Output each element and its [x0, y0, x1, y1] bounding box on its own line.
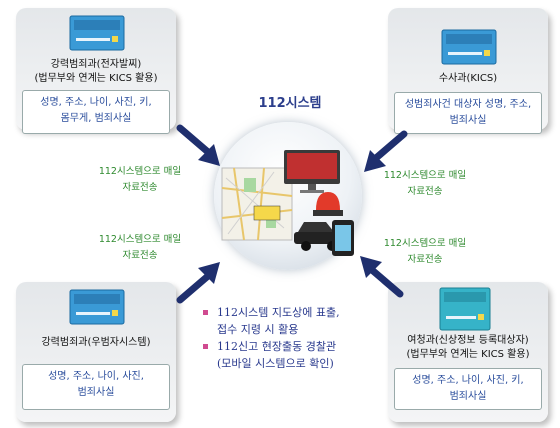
server-icon [69, 289, 125, 325]
mobile-phone-icon [332, 220, 354, 256]
info-line: 범죄사실 [77, 387, 115, 398]
transfer-label-top-right: 112시스템으로 매일 자료전송 [383, 170, 467, 197]
panel-women-youth-registered-offenders: 여청과(신상정보 등록대상자) (법무부와 연계는 KICS 활용) 성명, 주… [388, 282, 548, 422]
transfer-label-bottom-right: 112시스템으로 매일 자료전송 [383, 238, 467, 265]
info-box: 성명, 주소, 나이, 사진, 키, 몸무게, 범죄사실 [22, 90, 170, 134]
arrow-top-left-icon [176, 124, 220, 166]
bullet-item: 112신고 현장출동 경찰관 (모바일 시스템으로 확인) [203, 338, 340, 372]
info-line: 성명, 주소, 나이, 사진, [48, 371, 144, 382]
server-icon [439, 287, 491, 331]
police-car-icon [294, 222, 342, 251]
info-box: 성명, 주소, 나이, 사진, 키, 범죄사실 [394, 368, 542, 410]
arrow-top-right-icon [364, 130, 408, 172]
info-line: 성범죄사건 대상자 성명, 주소, [404, 99, 532, 110]
panel-title-line2: (법무부와 연계는 KICS 활용) [34, 73, 158, 84]
server-icon [69, 15, 125, 51]
arrow-bottom-left-icon [176, 262, 220, 304]
panel-investigation-kics: 수사과(KICS) 성범죄사건 대상자 성명, 주소, 범죄사실 [388, 8, 548, 134]
arrow-bottom-right-icon [360, 256, 404, 298]
monitor-icon [284, 150, 340, 193]
info-line: 범죄사실 [449, 115, 487, 126]
server-icon [441, 29, 497, 65]
transfer-label-top-left: 112시스템으로 매일 자료전송 [98, 166, 182, 193]
panel-title-line1: 여청과(신상정보 등록대상자) [407, 335, 529, 346]
panel-title-line2: (법무부와 연계는 KICS 활용) [406, 349, 530, 360]
bullet-item: 112시스템 지도상에 표출, 접수 지령 시 활용 [203, 304, 340, 338]
info-box: 성범죄사건 대상자 성명, 주소, 범죄사실 [394, 92, 542, 134]
info-line: 범죄사실 [449, 391, 487, 402]
map-screen-illustration [221, 150, 354, 256]
panel-title-line1: 강력범죄과(전자발찌) [50, 59, 142, 70]
bullet-marker [203, 344, 208, 349]
usage-bullets: 112시스템 지도상에 표출, 접수 지령 시 활용 112신고 현장출동 경찰… [203, 304, 340, 372]
info-line: 성명, 주소, 나이, 사진, 키, [412, 375, 524, 386]
info-line: 성명, 주소, 나이, 사진, 키, [40, 97, 152, 108]
panel-title: 수사과(KICS) [438, 73, 498, 84]
panel-violent-crime-offender-system: 강력범죄과(우범자시스템) 성명, 주소, 나이, 사진, 범죄사실 [16, 282, 176, 422]
info-box: 성명, 주소, 나이, 사진, 범죄사실 [22, 364, 170, 410]
siren-icon [313, 192, 343, 216]
map-icon [221, 167, 293, 241]
panel-violent-crime-electronic-anklet: 강력범죄과(전자발찌) (법무부와 연계는 KICS 활용) 성명, 주소, 나… [16, 8, 176, 134]
system-title: 112시스템 [258, 96, 322, 111]
bullet-marker [203, 310, 208, 315]
info-line: 몸무게, 범죄사실 [60, 113, 132, 124]
panel-title: 강력범죄과(우범자시스템) [41, 337, 151, 348]
transfer-label-bottom-left: 112시스템으로 매일 자료전송 [98, 234, 182, 261]
